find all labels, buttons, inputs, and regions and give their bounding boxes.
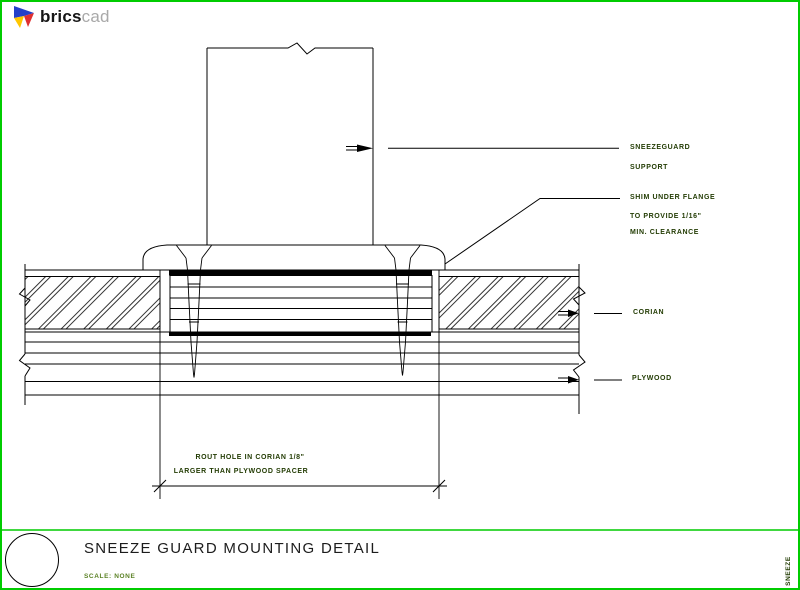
logo-text-cad: cad — [81, 7, 110, 26]
dimension-note-line2: LARGER THAN PLYWOOD SPACER — [173, 468, 309, 475]
rout-hole-dimension — [152, 329, 447, 499]
title-block-circle — [5, 533, 59, 587]
leader-corian — [558, 309, 622, 317]
mounting-flange — [142, 244, 446, 271]
dimension-note-line1: ROUT HOLE IN CORIAN 1/8" — [195, 454, 305, 461]
bricscad-wordmark: bricscad — [40, 5, 110, 29]
sneezeguard-post — [206, 42, 374, 245]
corian-right-block — [438, 276, 580, 330]
screw-right — [384, 245, 421, 376]
leader-plywood — [558, 376, 622, 384]
bottom-plate-bar — [169, 332, 431, 336]
shim-bar — [169, 270, 432, 276]
logo-text-brics: brics — [40, 7, 82, 26]
sheet-edge-tab: SNEEZE — [785, 556, 792, 586]
bricscad-logo: bricscad — [13, 5, 110, 29]
plywood-spacer — [169, 275, 433, 333]
leader-sneezeguard-support — [346, 144, 619, 152]
right-break-edge — [572, 264, 586, 414]
callout-plywood: PLYWOOD — [632, 375, 672, 382]
callout-sneezeguard-line1: SNEEZEGUARD — [630, 144, 691, 151]
callout-shim-line1: SHIM UNDER FLANGE — [630, 194, 716, 201]
bricscad-triad-icon — [14, 6, 34, 28]
corian-left-block — [24, 276, 161, 330]
leader-shim — [444, 198, 620, 265]
left-break-edge — [18, 264, 31, 405]
callout-sneezeguard-line2: SUPPORT — [630, 164, 669, 171]
drawing-scale: SCALE: NONE — [84, 573, 136, 580]
callout-shim-line3: MIN. CLEARANCE — [630, 229, 700, 236]
callout-corian: CORIAN — [633, 309, 665, 316]
plywood-substrate — [25, 331, 579, 396]
drawing-title: SNEEZE GUARD MOUNTING DETAIL — [84, 540, 381, 557]
callout-shim-line2: TO PROVIDE 1/16" — [630, 213, 702, 220]
screw-left — [176, 245, 212, 378]
